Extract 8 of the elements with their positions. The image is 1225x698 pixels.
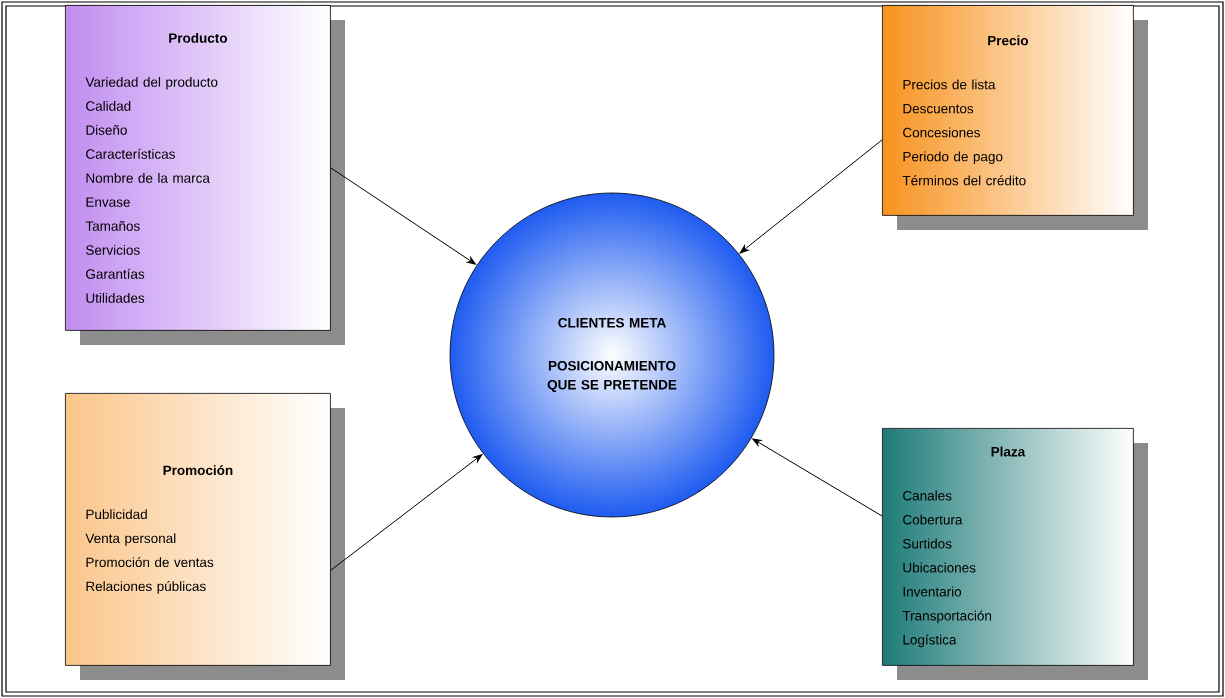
arrow [330, 167, 477, 265]
list-box: Plaza Canales Cobertura Surtidos Ubicaciones Inventario Transportación Logística [882, 428, 1134, 666]
arrow [739, 139, 883, 254]
list-box: Producto Variedad del producto Calidad Diseño Características Nombre de la marca Envase Tamaños Servicios Garantías Utilidades [65, 5, 331, 331]
arrow [330, 454, 483, 571]
list-box: Precio Precios de lista Descuentos Concesiones Periodo de pago Términos del crédito [882, 5, 1134, 216]
arrow [752, 438, 883, 517]
list-box: Promoción Publicidad Venta personal Promoción de ventas Relaciones públicas [65, 393, 331, 666]
